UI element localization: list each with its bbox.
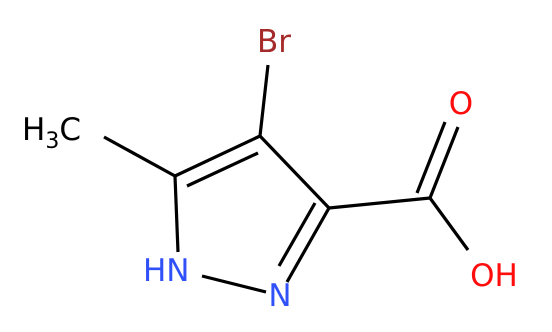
bond-c3-cacid — [328, 196, 431, 210]
atom-labels: Br H3C HN N O OH — [22, 24, 518, 314]
carbonyl-oxygen-label: O — [449, 86, 473, 122]
bond-c3-n2-inner — [277, 202, 317, 267]
bond-c3-n2 — [285, 207, 331, 283]
bond-n1-c5 — [173, 175, 180, 253]
bond-c5-c4 — [174, 134, 261, 178]
bond-n2-n1 — [201, 274, 267, 294]
nh-label: HN — [143, 253, 190, 289]
bromine-label: Br — [257, 24, 291, 60]
bond-c5-c4-inner — [186, 151, 259, 188]
bond-c4-c3 — [258, 134, 331, 210]
bond-c-oh — [428, 197, 470, 251]
bonds — [103, 64, 470, 294]
bond-c4-br — [258, 64, 270, 137]
hydroxyl-label: OH — [470, 258, 518, 294]
bond-methyl-c5 — [103, 135, 176, 178]
bond-c-o-double-2 — [415, 121, 447, 194]
methyl-label: H3C — [22, 112, 81, 154]
nitrogen-label: N — [268, 278, 291, 314]
bond-c-o-double — [428, 126, 460, 199]
